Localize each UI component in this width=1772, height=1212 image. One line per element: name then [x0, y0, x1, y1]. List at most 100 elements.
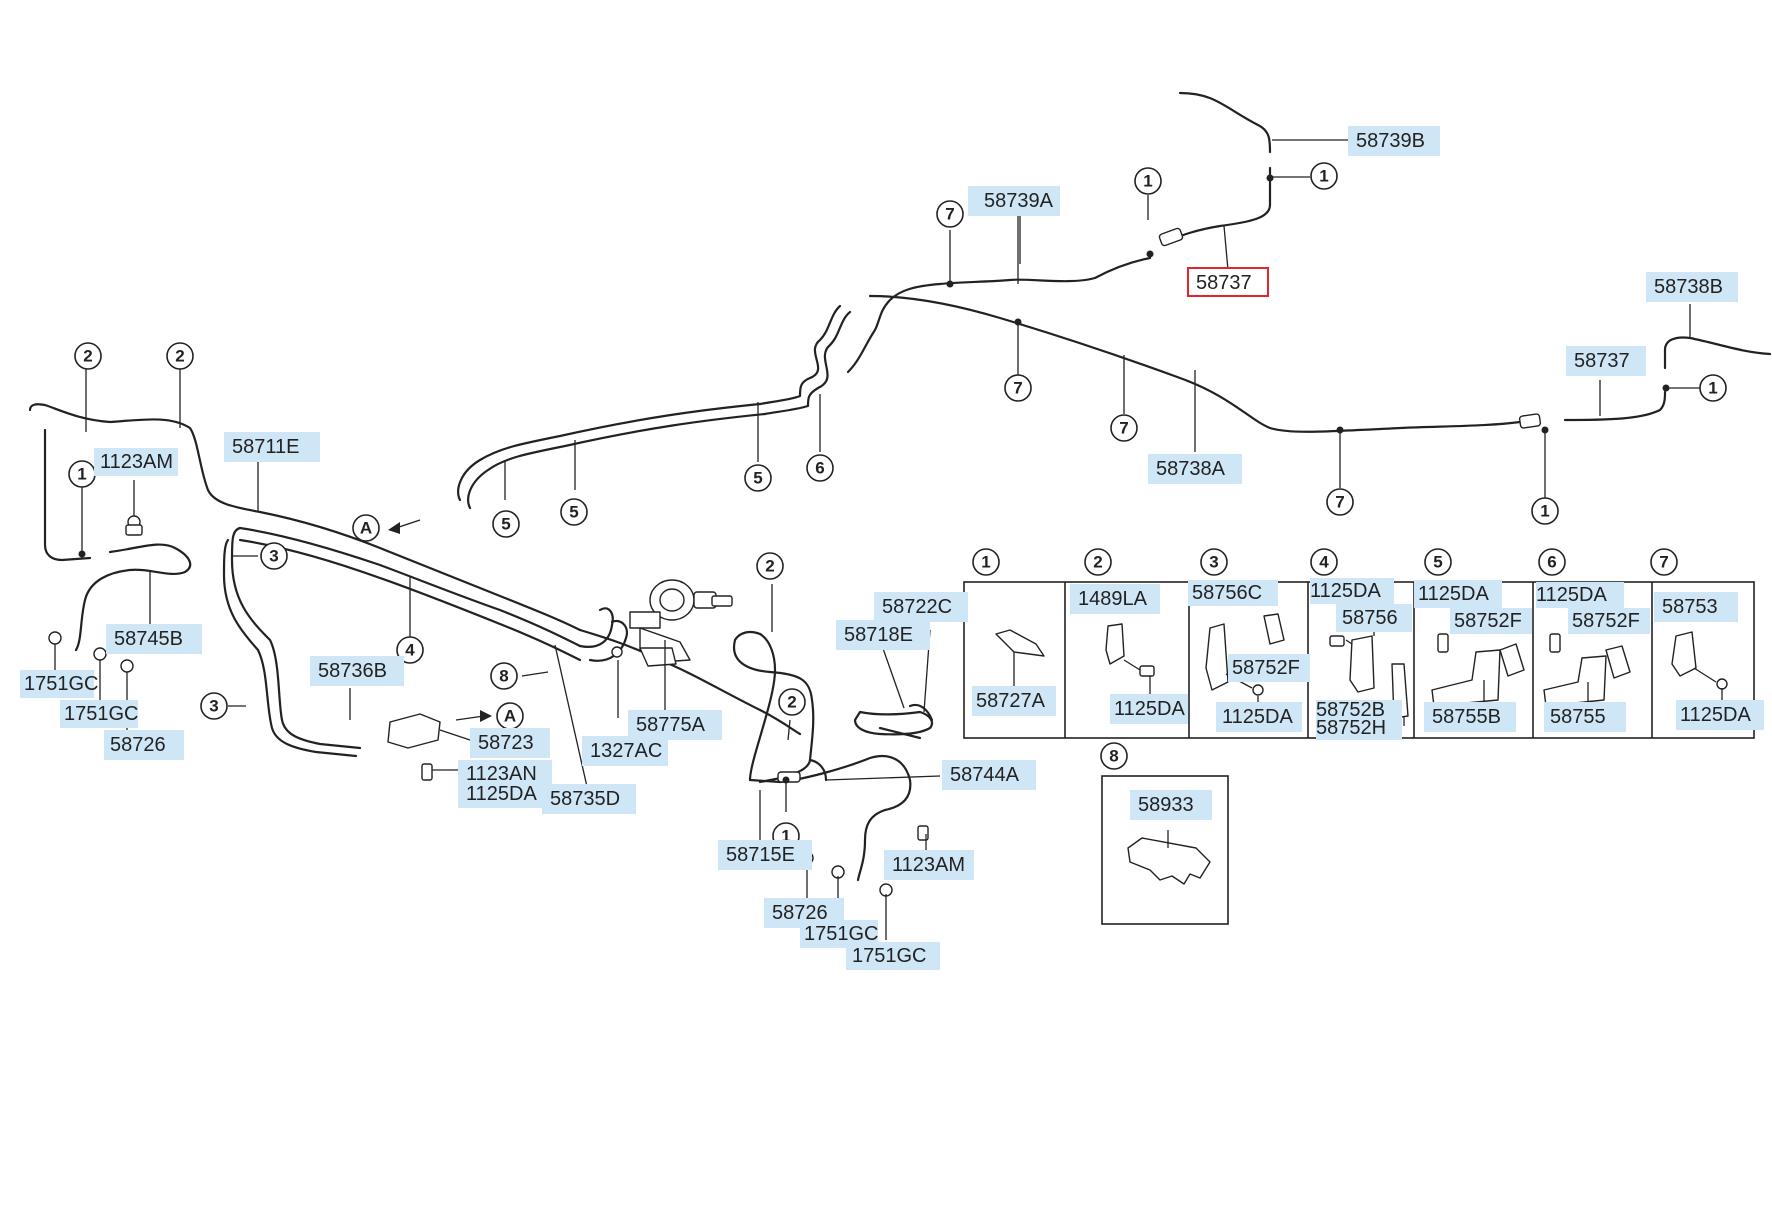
label-58737-highlighted[interactable]: 58737 [1187, 267, 1269, 297]
callout-A-b[interactable]: A [496, 702, 524, 730]
label-1125DA-panel5[interactable]: 1125DA [1414, 580, 1502, 608]
svg-text:5: 5 [753, 469, 762, 488]
label-58756[interactable]: 58756 [1336, 604, 1412, 632]
callout-1-c[interactable]: 1 [1699, 374, 1727, 402]
label-58726-left[interactable]: 58726 [104, 730, 184, 760]
svg-text:1751GC: 1751GC [804, 923, 879, 945]
callout-1-a[interactable]: 1 [1134, 167, 1162, 195]
callout-1-b[interactable]: 1 [1310, 162, 1338, 190]
label-58756C[interactable]: 58756C [1188, 580, 1278, 606]
svg-text:1: 1 [781, 827, 790, 846]
callout-A-a[interactable]: A [352, 514, 380, 542]
label-58715E[interactable]: 58715E [718, 840, 812, 870]
brake-lines [28, 91, 1772, 882]
svg-text:58738B: 58738B [1654, 276, 1723, 298]
svg-text:58775A: 58775A [636, 714, 706, 736]
svg-text:58756: 58756 [1342, 607, 1398, 629]
svg-text:1751GC: 1751GC [24, 673, 99, 695]
label-1751GC-a[interactable]: 1751GC [20, 670, 99, 698]
svg-text:58727A: 58727A [976, 690, 1046, 712]
label-1125DA-panel6[interactable]: 1125DA [1536, 582, 1624, 608]
label-1123AM-right[interactable]: 1123AM [884, 850, 974, 880]
panel-header-5[interactable]: 5 [1424, 548, 1452, 576]
callout-7-a[interactable]: 7 [936, 200, 964, 228]
svg-text:7: 7 [1013, 379, 1022, 398]
label-58755B[interactable]: 58755B [1424, 702, 1516, 732]
label-1751GC-d[interactable]: 1751GC [846, 942, 940, 970]
panel-header-2[interactable]: 2 [1084, 548, 1112, 576]
label-58711E[interactable]: 58711E [224, 432, 320, 462]
svg-text:58726: 58726 [772, 902, 828, 924]
panel-header-8[interactable]: 8 [1100, 742, 1128, 770]
label-58744A[interactable]: 58744A [942, 760, 1036, 790]
callout-7-d[interactable]: 7 [1326, 488, 1354, 516]
svg-text:1: 1 [1540, 502, 1549, 521]
label-58739B[interactable]: 58739B [1348, 126, 1440, 156]
callout-2-b[interactable]: 2 [166, 342, 194, 370]
svg-text:58723: 58723 [478, 732, 534, 754]
label-58735D[interactable]: 58735D [542, 784, 636, 814]
label-58718E[interactable]: 58718E [836, 620, 930, 650]
svg-text:58752F: 58752F [1454, 610, 1522, 632]
callout-6-a[interactable]: 6 [806, 454, 834, 482]
label-58739A[interactable]: 58739A [968, 186, 1060, 216]
panel-header-3[interactable]: 3 [1200, 548, 1228, 576]
svg-text:58735D: 58735D [550, 788, 620, 810]
callout-2-d[interactable]: 2 [778, 688, 806, 716]
panel-header-6[interactable]: 6 [1538, 548, 1566, 576]
label-1751GC-b[interactable]: 1751GC [60, 700, 139, 728]
label-58933[interactable]: 58933 [1130, 790, 1212, 820]
label-58752F-panel3[interactable]: 58752F [1228, 654, 1310, 682]
callout-8-a[interactable]: 8 [490, 662, 518, 690]
svg-text:8: 8 [1109, 747, 1118, 766]
svg-text:58933: 58933 [1138, 794, 1194, 816]
callout-7-c[interactable]: 7 [1110, 414, 1138, 442]
callout-7-b[interactable]: 7 [1004, 374, 1032, 402]
label-1125DA-panel7[interactable]: 1125DA [1676, 700, 1764, 730]
label-58726-right[interactable]: 58726 [764, 898, 844, 928]
callout-1-e[interactable]: 1 [68, 460, 96, 488]
label-58745B[interactable]: 58745B [106, 624, 202, 654]
label-1123AM-left[interactable]: 1123AM [94, 448, 178, 476]
callout-2-a[interactable]: 2 [74, 342, 102, 370]
label-58727A[interactable]: 58727A [972, 686, 1056, 716]
label-58753[interactable]: 58753 [1654, 592, 1738, 622]
label-58722C[interactable]: 58722C [874, 592, 968, 622]
svg-text:1125DA: 1125DA [466, 783, 537, 805]
clip-points [78, 174, 1670, 784]
svg-text:5: 5 [501, 515, 510, 534]
label-58738B[interactable]: 58738B [1646, 272, 1738, 302]
label-58723[interactable]: 58723 [470, 728, 550, 758]
label-58736B[interactable]: 58736B [310, 656, 404, 686]
label-58752F-panel5[interactable]: 58752F [1450, 608, 1532, 634]
callout-5-b[interactable]: 5 [492, 510, 520, 538]
label-1125DA-panel4[interactable]: 1125DA [1310, 578, 1394, 604]
callout-3-a[interactable]: 3 [260, 542, 288, 570]
label-1125DA-panel2[interactable]: 1125DA [1110, 694, 1188, 724]
label-58755[interactable]: 58755 [1544, 702, 1626, 732]
label-1489LA[interactable]: 1489LA [1070, 584, 1160, 614]
svg-text:1751GC: 1751GC [852, 945, 927, 967]
panel-header-1[interactable]: 1 [972, 548, 1000, 576]
callout-5-c[interactable]: 5 [560, 498, 588, 526]
svg-text:58739B: 58739B [1356, 130, 1425, 152]
label-1125DA-panel3[interactable]: 1125DA [1216, 702, 1302, 732]
label-58775A[interactable]: 58775A [628, 710, 722, 740]
label-1327AC[interactable]: 1327AC [582, 736, 668, 766]
panel-header-7[interactable]: 7 [1650, 548, 1678, 576]
callout-numbers: 1 1 7 1 7 7 7 1 5 6 5 5 A 2 2 1 3 3 4 8 … [68, 162, 1727, 850]
callout-2-c[interactable]: 2 [756, 552, 784, 580]
label-58752F-panel6[interactable]: 58752F [1568, 608, 1650, 634]
callout-5-a[interactable]: 5 [744, 464, 772, 492]
svg-text:58752B: 58752B [1316, 699, 1385, 721]
svg-text:58756C: 58756C [1192, 582, 1262, 604]
panel-header-4[interactable]: 4 [1310, 548, 1338, 576]
callout-1-d[interactable]: 1 [1531, 497, 1559, 525]
leader-lines [54, 139, 1700, 940]
callout-3-b[interactable]: 3 [200, 692, 228, 720]
label-58737[interactable]: 58737 [1566, 346, 1646, 376]
label-58738A[interactable]: 58738A [1148, 454, 1242, 484]
svg-text:58752F: 58752F [1232, 657, 1300, 679]
